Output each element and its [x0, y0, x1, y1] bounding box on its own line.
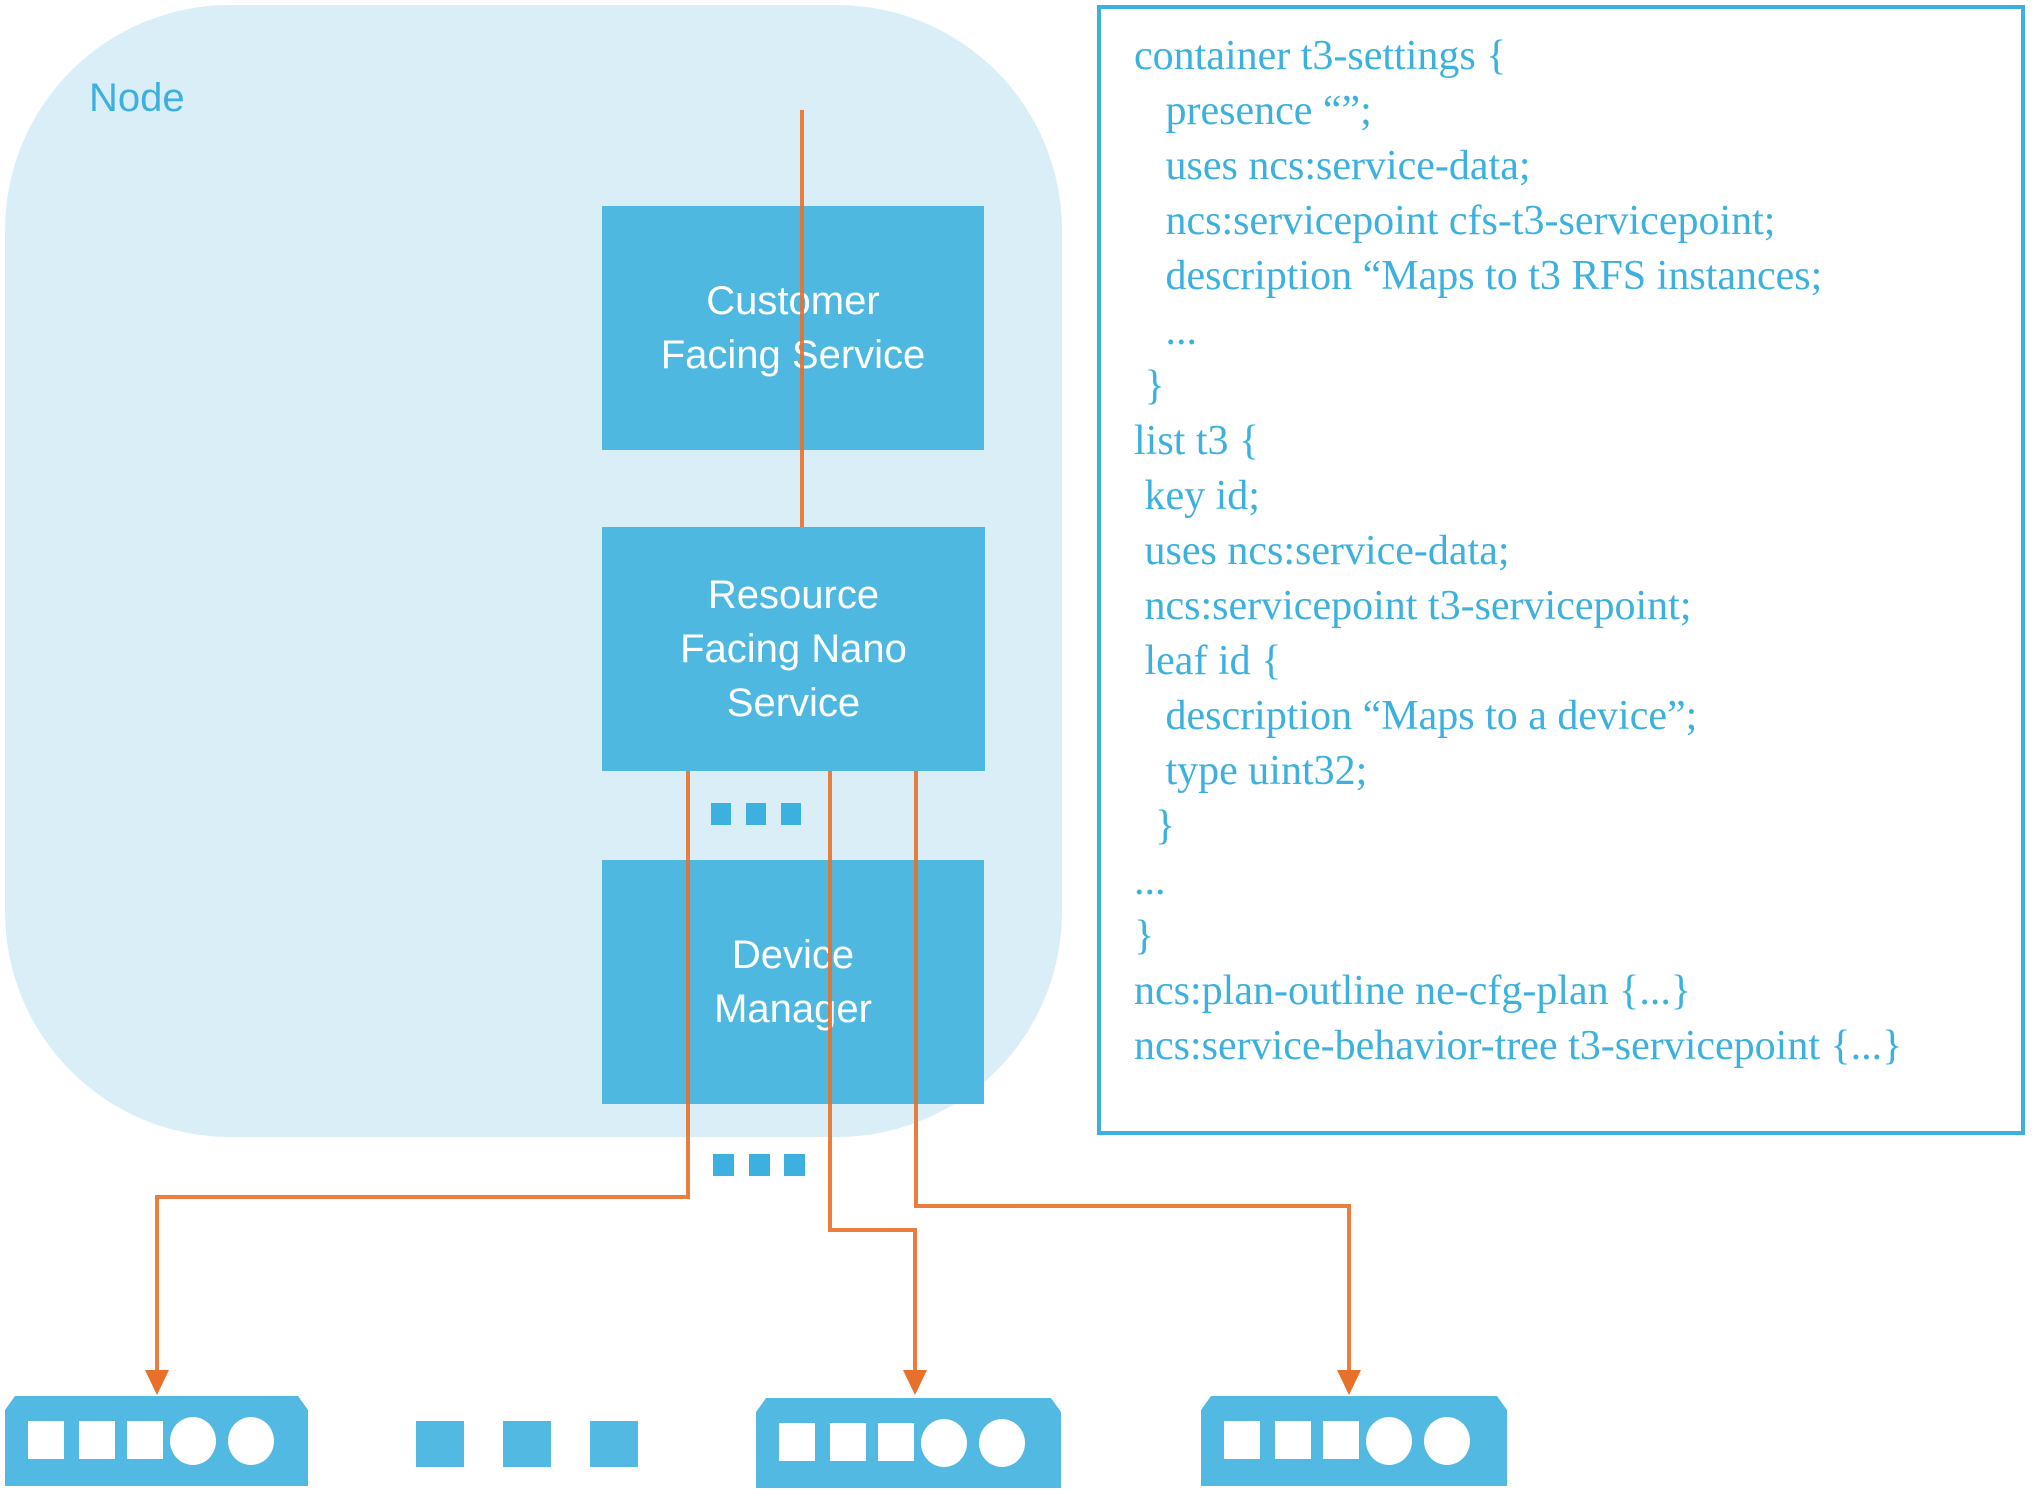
ellipsis-square: [781, 803, 801, 825]
dm-line: Manager: [714, 987, 872, 1031]
arrow-device-3: [1337, 1370, 1361, 1395]
code-line: ncs:servicepoint t3-servicepoint;: [1134, 583, 1692, 629]
code-line: ncs:servicepoint cfs-t3-servicepoint;: [1134, 198, 1776, 244]
code-line: uses ncs:service-data;: [1134, 528, 1510, 574]
device-icon: [1201, 1396, 1507, 1486]
cfs-line: Facing Service: [660, 333, 926, 377]
code-line: key id;: [1134, 473, 1260, 519]
dm-line: Device: [731, 933, 855, 977]
device-icon: [756, 1398, 1061, 1488]
rfs-line: Facing Nano: [680, 627, 907, 671]
ellipsis-square: [784, 1154, 805, 1176]
ellipsis-square: [749, 1154, 770, 1176]
ellipsis-square: [713, 1154, 734, 1176]
arrow-device-1: [145, 1370, 169, 1395]
code-line: type uint32;: [1134, 748, 1368, 794]
code-line: presence “”;: [1134, 88, 1372, 134]
code-line: uses ncs:service-data;: [1134, 143, 1531, 189]
code-line: ...: [1134, 858, 1166, 904]
code-line: description “Maps to t3 RFS instances;: [1134, 253, 1823, 299]
code-line: ncs:service-behavior-tree t3-servicepoin…: [1134, 1023, 1903, 1069]
device-icon: [5, 1396, 308, 1486]
code-line: list t3 {: [1134, 418, 1260, 464]
ellipsis-square: [711, 803, 731, 825]
ellipsis-square: [416, 1421, 464, 1467]
connector-device-2: [828, 771, 917, 1375]
code-line: ncs:plan-outline ne-cfg-plan {...}: [1134, 968, 1691, 1014]
code-line: leaf id {: [1134, 638, 1282, 684]
ellipsis-square: [746, 803, 766, 825]
code-line: container t3-settings {: [1134, 33, 1507, 79]
code-line: ...: [1134, 308, 1198, 354]
ellipsis-square: [503, 1421, 551, 1467]
connector-device-3: [914, 771, 1351, 1375]
cfs-line: Customer: [706, 279, 880, 323]
connector-device-1: [155, 771, 690, 1375]
node-label: Node: [89, 76, 185, 120]
arrow-device-2: [903, 1370, 927, 1395]
ellipsis-square: [590, 1421, 638, 1467]
code-line: description “Maps to a device”;: [1134, 693, 1698, 739]
code-line: }: [1134, 363, 1165, 409]
code-line: }: [1134, 913, 1155, 959]
rfs-line: Resource: [707, 573, 880, 617]
code-line: }: [1134, 803, 1176, 849]
rfs-line: Service: [726, 681, 861, 725]
yang-code-panel: container t3-settings { presence “”; use…: [1097, 5, 2025, 1135]
